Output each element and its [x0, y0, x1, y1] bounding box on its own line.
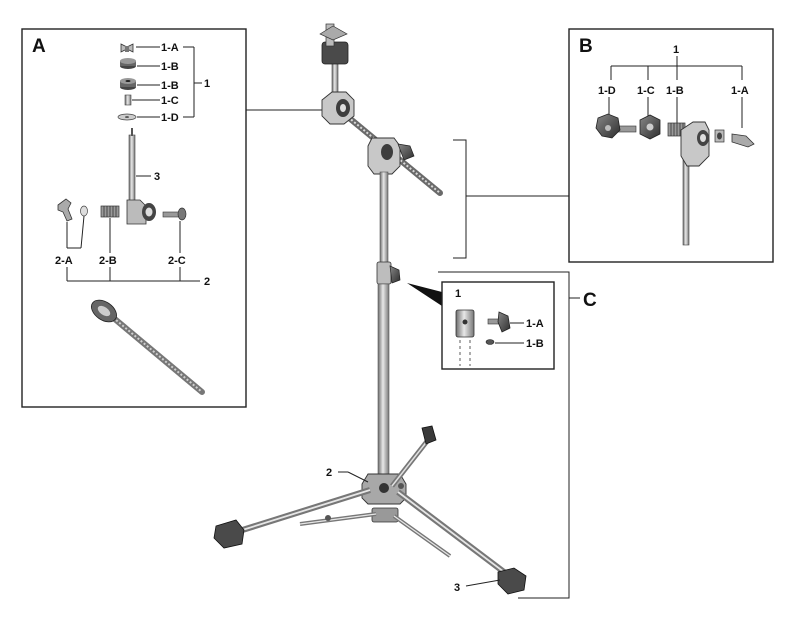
part-label-2c: 2-C	[168, 255, 186, 267]
group-2-leaders	[66, 215, 200, 282]
part-label-1c: 1-C	[161, 95, 179, 107]
felt-washer-icon	[120, 78, 136, 90]
part-label-1d: 1-D	[161, 112, 179, 124]
part-label-2b: 2-B	[99, 255, 117, 267]
callout-2-leader	[347, 471, 369, 483]
b-part-label-1a: 1-A	[731, 85, 749, 97]
t-bolt-icon	[57, 198, 73, 222]
swivel-clamp-icon	[680, 121, 710, 246]
panel-c: C 1 1-A 1-B	[407, 281, 597, 370]
boom-clamp	[367, 137, 415, 175]
panel-b-leaders	[608, 56, 743, 128]
rod-label: 3	[154, 171, 160, 183]
nut-icon	[639, 114, 661, 140]
upper-tube	[379, 171, 389, 265]
b-part-label-1b: 1-B	[666, 85, 684, 97]
panel-a-letter: A	[32, 36, 46, 57]
callout-3-leader	[465, 579, 501, 587]
screw-icon	[162, 207, 187, 221]
part-label-1b: 1-B	[161, 61, 179, 73]
stand-callout-2: 2	[326, 467, 332, 479]
rear-leg	[390, 425, 437, 488]
part-label-1b: 1-B	[161, 80, 179, 92]
small-washer-icon	[714, 129, 725, 143]
panel-b-frame	[568, 28, 774, 263]
cymbal-stand-illustration: 2 3	[213, 23, 527, 595]
cymbal-tilter-top	[319, 23, 355, 125]
group-1-leaders	[132, 46, 202, 118]
panel-b: B 1 1-D 1-C 1-B 1-A	[568, 28, 774, 263]
panel-c-number: 1	[455, 288, 461, 300]
right-leg	[392, 489, 527, 595]
wing-nut-icon	[120, 43, 134, 53]
felt-washer-icon	[120, 58, 136, 69]
height-clamp	[376, 261, 401, 285]
tilter-rod-icon	[126, 128, 156, 225]
part-label-1a: 1-A	[161, 42, 179, 54]
washer-icon	[117, 113, 137, 121]
panel-c-pointer	[407, 283, 442, 306]
b-part-label-1d: 1-D	[598, 85, 616, 97]
panel-c-letter: C	[583, 290, 597, 311]
lower-tube	[377, 283, 390, 485]
small-washer-icon	[80, 205, 88, 217]
threaded-arm-icon	[91, 299, 205, 395]
c-part-label-1a: 1-A	[526, 318, 544, 330]
screw-icon	[485, 339, 495, 345]
spring-icon	[100, 205, 120, 218]
connector-lines	[246, 109, 580, 599]
b-part-label-1c: 1-C	[637, 85, 655, 97]
collar-icon	[455, 309, 475, 366]
wing-bolt-icon	[487, 311, 511, 333]
panel-b-number: 1	[673, 44, 679, 56]
left-leg	[213, 487, 377, 549]
panel-b-letter: B	[579, 36, 593, 57]
sleeve-icon	[124, 94, 132, 106]
group-2-number: 2	[204, 276, 210, 288]
wing-bolt-icon	[731, 133, 755, 148]
knob-bolt-icon	[595, 113, 637, 139]
group-1-number: 1	[204, 78, 210, 90]
c-part-label-1b: 1-B	[526, 338, 544, 350]
part-label-2a: 2-A	[55, 255, 73, 267]
panel-a: A	[21, 28, 247, 408]
stand-callout-3: 3	[454, 582, 460, 594]
